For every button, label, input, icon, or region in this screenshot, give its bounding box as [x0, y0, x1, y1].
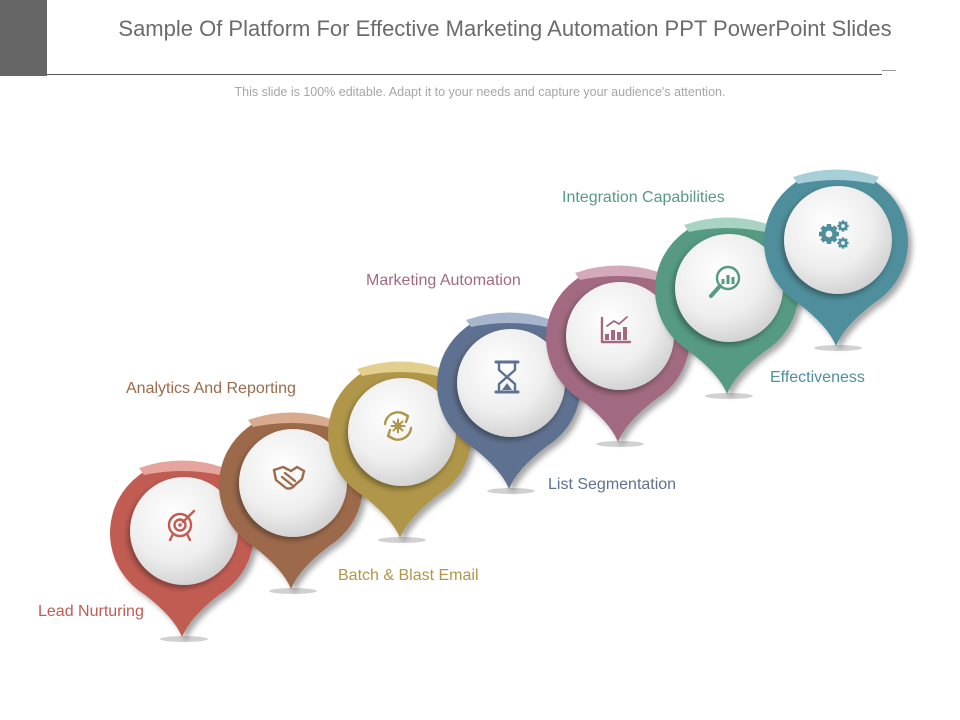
step-label-7: Effectiveness — [770, 369, 865, 386]
pin-step-7 — [764, 169, 908, 351]
step-label-5: Marketing Automation — [366, 272, 521, 289]
pin-step-3 — [328, 361, 472, 543]
pin-ground-shadow — [269, 588, 317, 594]
bar-chart-icon — [600, 316, 632, 344]
pin-cap-band — [575, 265, 661, 280]
hourglass-icon — [494, 360, 520, 394]
step-label-2: Analytics And Reporting — [126, 380, 296, 397]
pin-ground-shadow — [487, 488, 535, 494]
step-label-6: Integration Capabilities — [562, 189, 725, 206]
pin-inner-circle — [130, 477, 238, 585]
title-divider-tail — [882, 70, 896, 71]
pin-cap-band — [466, 312, 552, 327]
title-divider — [47, 74, 882, 75]
pin-inner-circle — [239, 429, 347, 537]
slide-title: Sample Of Platform For Effective Marketi… — [118, 16, 892, 41]
pin-step-5 — [546, 265, 691, 447]
step-label-3: Batch & Blast Email — [338, 567, 479, 584]
pin-inner-circle — [784, 186, 892, 294]
pin-cap-band — [793, 169, 879, 184]
pin-step-2 — [218, 412, 363, 594]
pin-cap-band — [684, 217, 770, 232]
pin-inner-circle — [348, 378, 456, 486]
pin-step-1 — [110, 460, 254, 642]
pin-inner-circle — [457, 329, 565, 437]
pin-ground-shadow — [814, 345, 862, 351]
handshake-icon — [272, 465, 306, 490]
pin-step-4 — [437, 312, 582, 494]
pin-cap-band — [139, 460, 225, 475]
pin-ground-shadow — [160, 636, 208, 642]
pin-step-6 — [655, 217, 799, 399]
pin-cap-band — [248, 412, 334, 427]
pin-ground-shadow — [705, 393, 753, 399]
step-label-4: List Segmentation — [548, 476, 677, 493]
pin-cap-band — [357, 361, 443, 376]
target-icon — [167, 509, 196, 542]
gears-icon — [819, 220, 849, 249]
magnifier-chart-icon — [709, 265, 741, 298]
pin-ground-shadow — [596, 441, 644, 447]
pin-ground-shadow — [378, 537, 426, 543]
slide-subtitle: This slide is 100% editable. Adapt it to… — [234, 85, 726, 99]
refresh-gear-icon — [383, 411, 413, 441]
step-label-1: Lead Nurturing — [38, 603, 144, 620]
corner-accent-block — [0, 0, 47, 76]
